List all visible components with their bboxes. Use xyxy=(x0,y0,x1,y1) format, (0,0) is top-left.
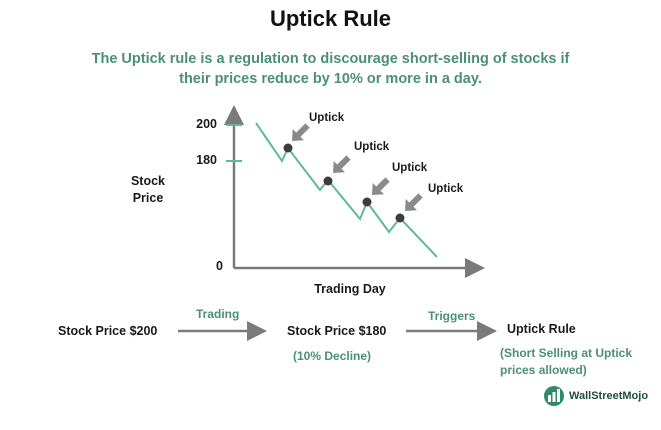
y-axis-label-line-1: Stock xyxy=(130,174,166,188)
page-title: Uptick Rule xyxy=(269,6,392,31)
flow-start: Stock Price $200 xyxy=(58,324,158,338)
flow-arrow-1-label: Trading xyxy=(196,307,240,321)
flow-middle-note: (10% Decline) xyxy=(293,349,372,363)
y-axis-label: Stock Price xyxy=(118,173,178,207)
uptick-dot-1 xyxy=(283,143,293,153)
tick-label-0: 0 xyxy=(216,259,223,273)
subtitle: The Uptick rule is a regulation to disco… xyxy=(40,49,621,89)
flow-end-note: (Short Selling at Uptick prices allowed) xyxy=(500,345,632,379)
subtitle-line-1: The Uptick rule is a regulation to disco… xyxy=(91,51,570,67)
price-line xyxy=(255,122,438,258)
uptick-dot-3 xyxy=(362,197,372,207)
wallstreetmojo-logo: WallStreetMojo xyxy=(543,385,648,407)
uptick-label-2: Uptick xyxy=(354,141,390,153)
y-axis-label-line-2: Price xyxy=(132,191,164,205)
x-axis-label: Trading Day xyxy=(314,282,386,296)
uptick-label-3: Uptick xyxy=(392,162,428,174)
uptick-dot-2 xyxy=(323,176,333,186)
uptick-pointer-1 xyxy=(292,123,310,141)
uptick-label-1: Uptick xyxy=(309,112,345,124)
uptick-pointer-2 xyxy=(333,155,351,173)
tick-label-200: 200 xyxy=(196,117,217,131)
uptick-dot-4 xyxy=(395,213,405,223)
flow-end-note-line-2: prices allowed) xyxy=(500,363,587,377)
flow-arrow-2-label: Triggers xyxy=(428,309,476,323)
uptick-pointer-4 xyxy=(405,193,423,211)
flow-end: Uptick Rule xyxy=(507,322,576,336)
uptick-label-4: Uptick xyxy=(428,183,464,195)
logo-text: WallStreetMojo xyxy=(569,390,649,402)
subtitle-line-2: their prices reduce by 10% or more in a … xyxy=(179,71,482,87)
tick-label-180: 180 xyxy=(196,153,217,167)
flow-end-note-line-1: (Short Selling at Uptick xyxy=(500,346,633,360)
flow-middle: Stock Price $180 xyxy=(287,324,387,338)
logo-icon xyxy=(544,386,564,406)
uptick-pointer-3 xyxy=(372,177,390,195)
